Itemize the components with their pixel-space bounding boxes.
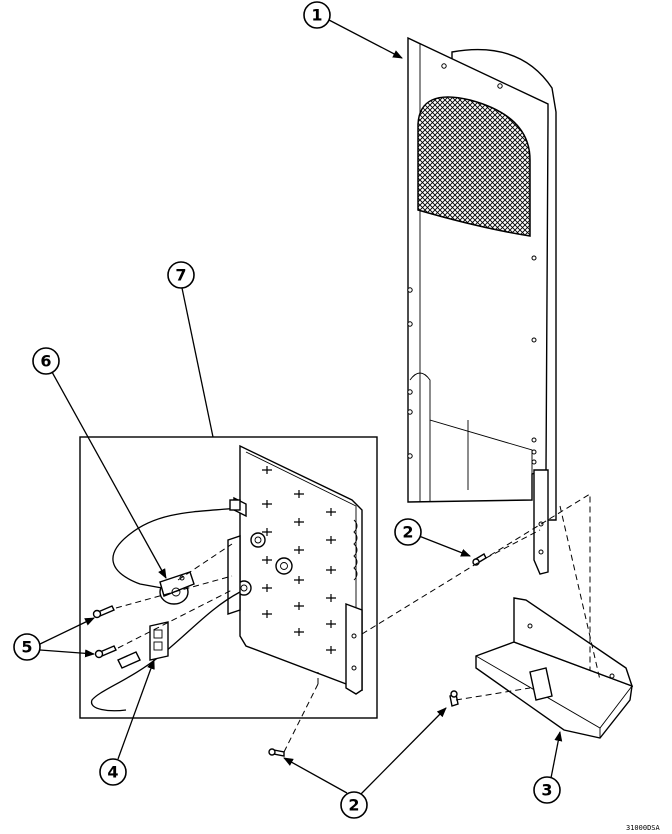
- wire-harness: [91, 499, 241, 712]
- callout-2-lower-label: 2: [348, 796, 359, 815]
- callout-2-upper: 2: [394, 518, 422, 546]
- heater-assembly-box: [79, 436, 378, 719]
- callout-1-label: 1: [311, 6, 322, 25]
- rear-panel-part: [407, 36, 557, 575]
- thermostat-clip-part: [117, 621, 169, 669]
- callout-1: 1: [303, 1, 331, 29]
- callout-6: 6: [32, 347, 60, 375]
- callout-5: 5: [13, 633, 41, 661]
- callout-7-label: 7: [175, 266, 186, 285]
- vent-mesh: [417, 96, 531, 237]
- screw-clip-part: [449, 690, 459, 707]
- screws-part: [92, 605, 117, 659]
- callout-3: 3: [533, 776, 561, 804]
- callout-4-label: 4: [107, 763, 118, 782]
- heater-plate-part: [227, 444, 363, 695]
- callout-3-label: 3: [541, 781, 552, 800]
- callout-2-upper-label: 2: [402, 523, 413, 542]
- callout-5-label: 5: [21, 638, 32, 657]
- screw-bottom-part: [268, 748, 285, 757]
- callout-6-label: 6: [40, 352, 51, 371]
- panel-holes: [407, 63, 537, 465]
- thermostat-part: [159, 571, 195, 605]
- callout-7: 7: [167, 261, 195, 289]
- assembly-guide-lines: [115, 493, 601, 753]
- bottom-bracket-part: [475, 597, 634, 739]
- callout-4: 4: [99, 758, 127, 786]
- leader-lines: [39, 19, 563, 796]
- callout-2-lower: 2: [340, 791, 368, 819]
- drawing-code: 31000DSA: [626, 824, 661, 832]
